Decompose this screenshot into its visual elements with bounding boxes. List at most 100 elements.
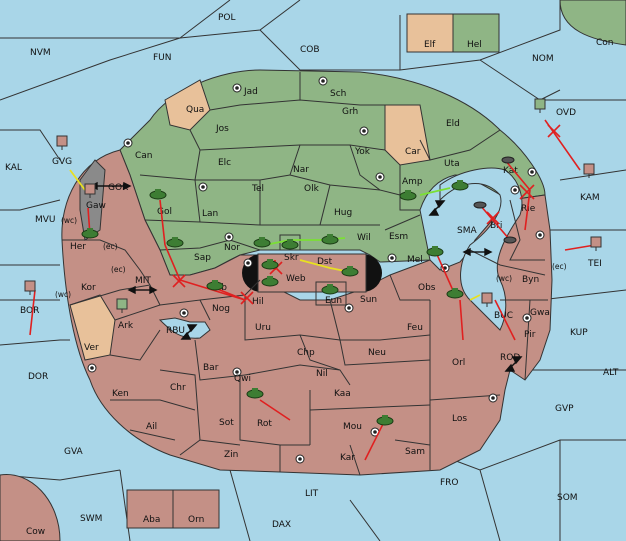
ver-tan [69,294,116,361]
label-Olk: Olk [304,184,320,194]
label-Bri: Bri [490,221,502,231]
label-wc2: (wc) [55,290,71,299]
army-Web2 [261,276,279,287]
label-Her: Her [70,242,86,252]
label-SWM: SWM [80,514,102,524]
label-Sot: Sot [219,418,234,428]
label-Ken: Ken [112,389,129,399]
label-Qua: Qua [186,105,204,115]
label-Con: Con [596,38,614,48]
army-Nor [253,237,271,248]
label-DAX: DAX [272,520,291,530]
label-MIT: MIT [135,276,151,286]
army-Sap [166,237,184,248]
label-Sun: Sun [360,295,377,305]
armies [81,156,517,426]
label-Jad: Jad [243,87,258,97]
label-GVG: GVG [52,157,72,167]
label-COB: COB [300,45,320,55]
army-Gol [149,189,167,200]
army-Qwi [246,388,264,399]
label-BOR: BOR [20,306,39,316]
label-Grh: Grh [342,107,358,117]
label-KAM: KAM [580,193,600,203]
label-Kar: Kar [340,453,355,463]
label-LIT: LIT [305,489,319,499]
label-POL: POL [218,13,236,23]
label-Lan: Lan [202,209,218,219]
fleet-GVG [56,135,68,150]
label-Sap: Sap [194,253,211,263]
label-Ark: Ark [118,321,134,331]
car-tan [384,104,431,166]
label-SMA: SMA [457,226,477,236]
label-Gwa: Gwa [530,308,550,318]
army-Obs [446,288,464,299]
label-TEI: TEI [587,259,602,269]
label-Mou: Mou [343,422,362,432]
label-Ail: Ail [146,422,157,432]
label-Nor: Nor [224,243,240,253]
elf-box [406,13,454,53]
label-GVP: GVP [555,404,574,414]
label-OVD: OVD [556,108,576,118]
label-NVM: NVM [30,48,51,58]
label-ROD: ROD [500,353,520,363]
fleet-TEI [590,236,602,251]
army-Amp [399,190,417,201]
label-Dst: Dst [317,257,333,267]
label-Esm: Esm [389,232,408,242]
army-Uta [451,180,469,191]
army-Dst [341,266,359,277]
hel-box [452,13,500,53]
label-Skr: Skr [284,253,299,263]
label-Obs: Obs [418,283,436,293]
label-Gol: Gol [157,207,172,217]
label-Uru: Uru [255,323,271,333]
label-Gaw: Gaw [86,201,106,211]
label-ec1: (ec) [103,242,118,251]
label-Feu: Feu [407,323,423,333]
label-wc1: (wc) [61,216,77,225]
label-ec2: (ec) [111,265,126,274]
qua-tan [164,79,211,131]
label-Bar: Bar [203,363,219,373]
label-GVA: GVA [64,447,84,457]
sma-inlet [439,167,523,331]
green-internal-borders [139,72,501,251]
label-Yok: Yok [354,147,371,157]
army-Kat [501,156,515,164]
label-Neu: Neu [368,348,386,358]
army-Eun [321,284,339,295]
army-Mou [376,415,394,426]
label-Elc: Elc [218,158,231,168]
label-KUP: KUP [570,328,588,338]
fleet-BOR [24,280,36,295]
supply-centers [87,76,545,464]
label-Orl: Orl [452,358,465,368]
label-Can: Can [135,151,153,161]
army-Bri [473,201,487,209]
label-RBU: RBU [166,326,185,336]
label-Qwi: Qwi [234,374,251,384]
orn-box [172,489,220,529]
label-Ver: Ver [84,343,99,353]
fleet-Ark [116,298,128,313]
label-Sch: Sch [330,89,346,99]
army-Skr [281,239,299,250]
label-MVU: MVU [35,215,56,225]
label-Kaa: Kaa [334,389,351,399]
label-Hel: Hel [467,40,482,50]
label-Los: Los [452,414,467,424]
label-Chp: Chp [297,348,315,358]
fleet-BUC [481,292,493,307]
label-Nil: Nil [316,369,328,379]
label-Jos: Jos [215,124,229,134]
label-Aba: Aba [143,515,160,525]
fleet-OVD [534,98,546,113]
label-Orn: Orn [188,515,204,525]
label-Kat: Kat [503,166,518,176]
